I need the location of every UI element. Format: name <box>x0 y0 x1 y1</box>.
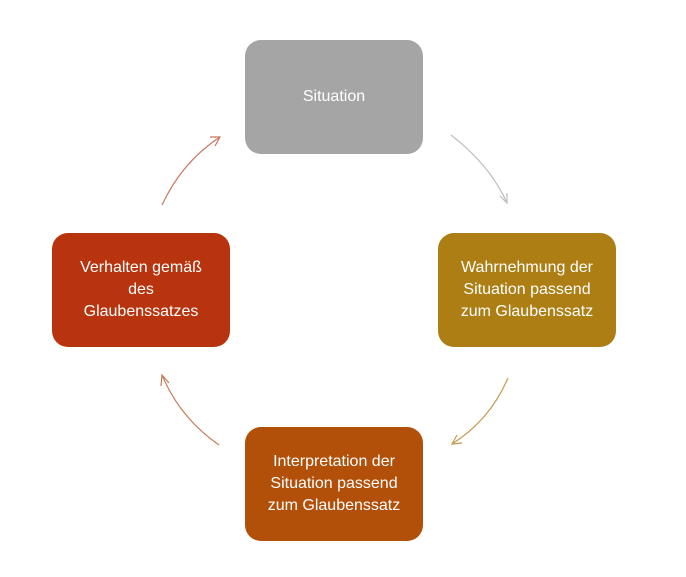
arrowhead-behavior-to-situation <box>210 136 222 147</box>
arrow-perception-to-interpretation <box>451 377 509 445</box>
arrowhead-situation-to-perception <box>499 193 508 205</box>
arrow-situation-to-perception <box>450 134 508 204</box>
arrowhead-perception-to-interpretation <box>450 434 463 445</box>
node-situation: Situation <box>245 40 423 154</box>
arrow-behavior-to-situation <box>161 136 221 206</box>
arrow-interpretation-to-behavior <box>161 374 220 446</box>
node-perception: Wahrnehmung der Situation passend zum Gl… <box>438 233 616 347</box>
arrowhead-interpretation-to-behavior <box>160 373 170 387</box>
node-behavior: Verhalten gemäß des Glaubenssatzes <box>52 233 230 347</box>
node-interpretation: Interpretation der Situation passend zum… <box>245 427 423 541</box>
